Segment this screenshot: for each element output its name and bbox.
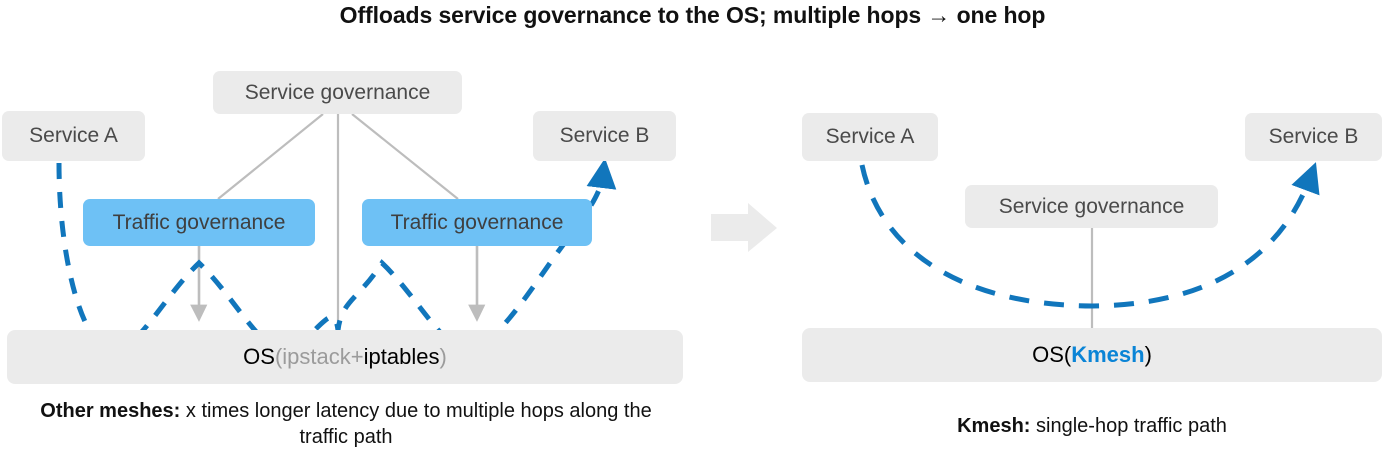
right-caption-label: Kmesh: [957,415,1031,437]
right-service-governance-label: Service governance [998,194,1185,218]
left-os-paren-open: ( [274,344,283,369]
left-service-b-label: Service B [559,124,650,147]
left-os-plus: + [350,344,364,369]
right-service-a-label: Service A [825,125,915,148]
left-os-ipstack: ipstack [282,344,351,369]
left-caption-label: Other meshes: [40,400,181,422]
left-service-governance-box[interactable]: Service governance [213,71,462,114]
left-service-a-box[interactable]: Service A [2,111,145,161]
multi-hop-traffic-path [56,158,617,354]
left-caption-text: x times longer latency due to multiple h… [180,400,652,449]
right-os-kmesh: Kmesh [1071,342,1145,367]
right-os-bar[interactable]: OS (Kmesh) [802,328,1382,382]
left-os-paren-close: ) [439,344,447,369]
right-service-b-label: Service B [1268,125,1359,148]
right-os-prefix: OS [1032,342,1064,367]
right-arrow-icon [711,203,777,252]
right-service-b-box[interactable]: Service B [1245,113,1382,161]
left-os-iptables: iptables [363,344,440,369]
left-traffic-governance-label-2: Traffic governance [390,210,564,234]
left-traffic-governance-box-2[interactable]: Traffic governance [362,199,592,246]
right-os-paren-close: ) [1144,342,1152,367]
right-caption-text: single-hop traffic path [1030,415,1227,437]
left-service-governance-label: Service governance [244,80,431,104]
left-os-prefix: OS [243,344,275,369]
right-service-governance-box[interactable]: Service governance [965,185,1218,228]
page-title: Offloads service governance to the OS; m… [339,2,1046,28]
left-service-a-label: Service A [29,124,118,147]
traffic-to-os-arrows [190,246,486,322]
left-traffic-governance-label-1: Traffic governance [112,210,286,234]
right-caption: Kmesh: single-hop traffic path [802,413,1382,439]
left-caption: Other meshes: x times longer latency due… [22,398,670,451]
right-os-paren-open: ( [1063,342,1072,367]
right-service-a-box[interactable]: Service A [802,113,938,161]
left-os-bar[interactable]: OS (ipstack + iptables) [7,330,683,384]
left-service-b-box[interactable]: Service B [533,111,676,161]
left-traffic-governance-box-1[interactable]: Traffic governance [83,199,315,246]
